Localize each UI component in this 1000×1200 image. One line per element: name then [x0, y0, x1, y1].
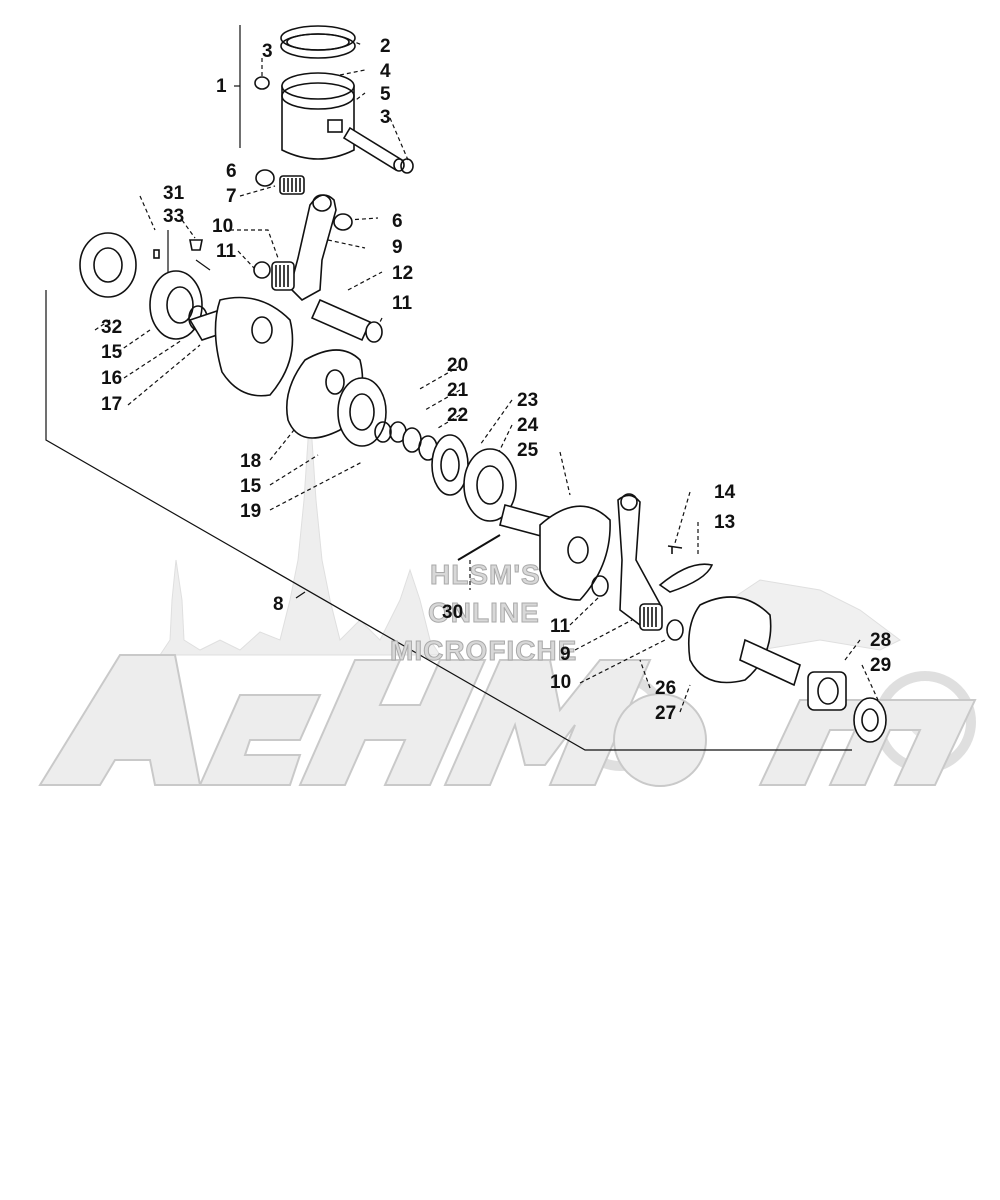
callout-11a: 11: [216, 241, 237, 262]
big-end-bearing: [271, 261, 295, 291]
callout-1: 1: [216, 76, 227, 97]
connecting-rod-2: [617, 493, 661, 627]
callout-6b: 6: [392, 211, 403, 232]
watermark-line-2: ONLINE: [428, 597, 540, 628]
callout-14: 14: [714, 482, 736, 503]
callout-19: 19: [240, 501, 262, 522]
circlip-30: [457, 534, 501, 561]
main-bearing-24: [463, 448, 517, 522]
oil-seal-middle: [431, 434, 469, 496]
ring-11-lower: [591, 575, 609, 597]
callout-13: 13: [714, 512, 736, 533]
callout-28: 28: [870, 630, 892, 651]
main-bearing-middle: [337, 377, 387, 447]
leader-lines: [45, 25, 879, 751]
watermark-line-3: MICROFICHE: [389, 635, 578, 666]
callout-29: 29: [870, 655, 892, 676]
connecting-rod-1: [289, 194, 337, 301]
callout-4: 4: [380, 61, 391, 82]
callout-11c: 11: [550, 616, 571, 637]
small-end-bearing: [279, 175, 305, 195]
callout-17: 17: [101, 394, 123, 415]
callout-3a: 3: [262, 41, 273, 62]
piston: [281, 72, 355, 160]
washer-left: [255, 169, 275, 187]
callout-31: 31: [163, 183, 185, 204]
oil-seal-right: [853, 697, 887, 743]
screw-14: [667, 545, 683, 554]
callout-7: 7: [226, 186, 237, 207]
callout-20: 20: [447, 355, 469, 376]
callout-33: 33: [163, 206, 185, 227]
ring-19: [374, 421, 392, 443]
callout-12: 12: [392, 263, 414, 284]
callout-22: 22: [447, 405, 469, 426]
key: [189, 239, 203, 251]
circlip-top: [254, 76, 270, 90]
callout-25: 25: [517, 440, 539, 461]
callout-10b: 10: [550, 672, 572, 693]
watermark-line-1: HLSM'S: [430, 559, 541, 590]
callout-3b: 3: [380, 107, 391, 128]
big-end-bearing-lower: [639, 603, 663, 631]
callout-27: 27: [655, 703, 677, 724]
callout-11b: 11: [392, 293, 413, 314]
callout-5: 5: [380, 84, 391, 105]
callout-9a: 9: [392, 237, 403, 258]
crank-pin: [310, 298, 383, 343]
callout-8: 8: [273, 594, 284, 615]
ring-26: [666, 619, 684, 641]
dowel-pin: [153, 249, 160, 259]
callout-10a: 10: [212, 216, 234, 237]
parts: [79, 25, 887, 743]
watermark-logo: [38, 409, 977, 787]
washer-10a: [253, 261, 271, 279]
callout-2: 2: [380, 36, 391, 57]
piston-rings: [280, 25, 356, 59]
callout-21: 21: [447, 380, 469, 401]
crankshaft-half-left: [188, 296, 294, 397]
circlip-right: [400, 158, 414, 174]
needle-bearing-28: [807, 671, 847, 711]
crankshaft-half-right: [499, 504, 611, 601]
callout-30: 30: [442, 602, 464, 623]
washer-right: [333, 213, 353, 231]
callout-6a: 6: [226, 161, 237, 182]
callout-15b: 15: [240, 476, 262, 497]
callout-24: 24: [517, 415, 539, 436]
oil-seal-left: [79, 232, 137, 298]
counterweight-13: [658, 563, 714, 593]
callout-26: 26: [655, 678, 677, 699]
callout-16: 16: [101, 368, 123, 389]
callout-15a: 15: [101, 342, 123, 363]
callout-32: 32: [101, 317, 123, 338]
callout-9b: 9: [560, 644, 571, 665]
callout-18: 18: [240, 451, 262, 472]
crankshaft-end: [687, 596, 801, 687]
callout-23: 23: [517, 390, 539, 411]
